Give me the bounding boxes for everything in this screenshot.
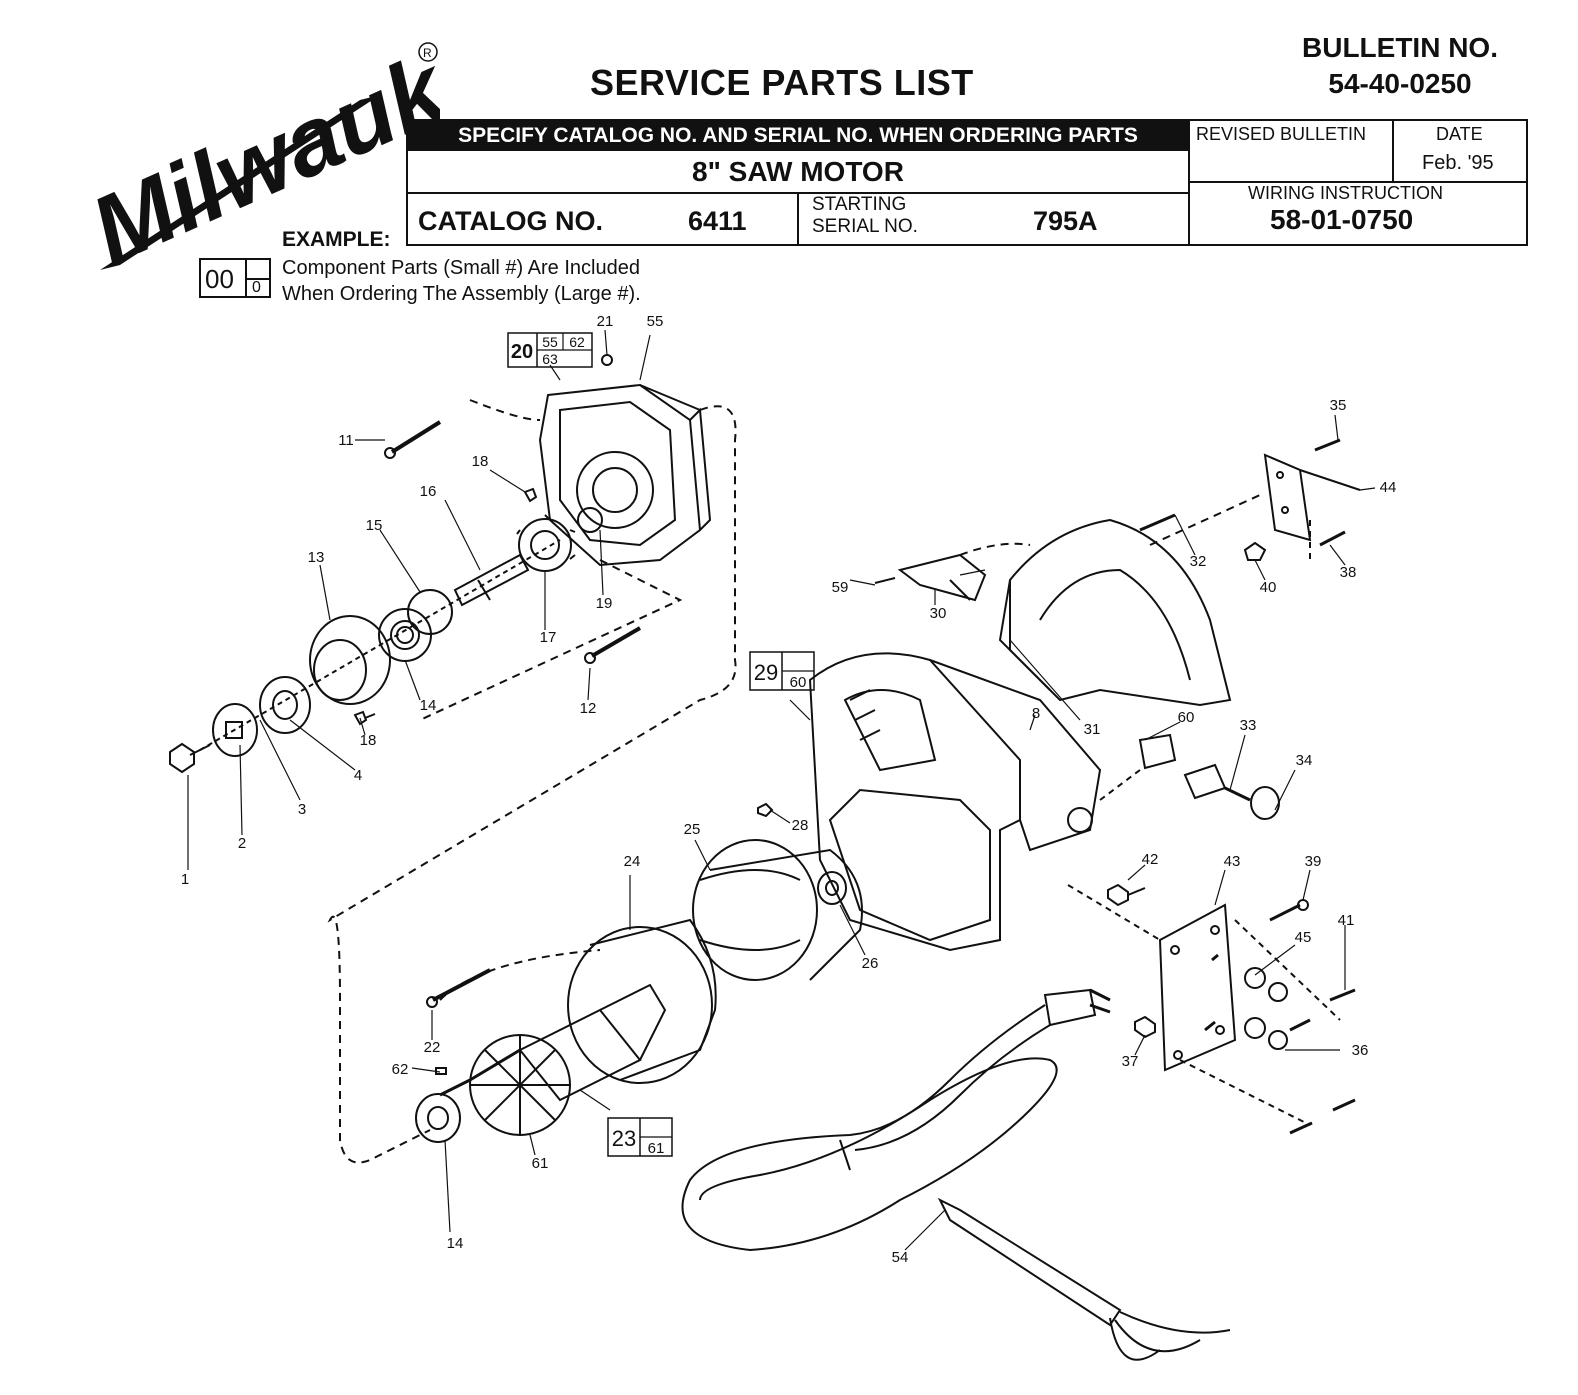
callout-14a: 14 xyxy=(420,697,437,714)
assembly-20-sub-2: 62 xyxy=(569,334,585,350)
callout-40: 40 xyxy=(1260,579,1277,596)
callout-34: 34 xyxy=(1296,752,1313,769)
assembly-29-main: 29 xyxy=(754,660,778,685)
callout-3: 3 xyxy=(298,801,306,818)
callout-33: 33 xyxy=(1240,717,1257,734)
callout-41: 41 xyxy=(1338,912,1355,929)
callout-28: 28 xyxy=(792,817,809,834)
example-line-1: Component Parts (Small #) Are Included xyxy=(282,257,640,279)
callout-14b: 14 xyxy=(447,1235,464,1252)
assembly-20-main: 20 xyxy=(511,341,533,363)
example-line-2: When Ordering The Assembly (Large #). xyxy=(282,283,641,305)
callout-35: 35 xyxy=(1330,397,1347,414)
assembly-20-sub-1: 55 xyxy=(542,334,558,350)
callout-19: 19 xyxy=(596,595,613,612)
callout-15: 15 xyxy=(366,517,383,534)
serial-label: SERIAL NO. xyxy=(812,216,918,237)
assembly-29-sub-1: 60 xyxy=(790,674,807,691)
callout-2: 2 xyxy=(238,835,246,852)
callout-62: 62 xyxy=(392,1061,409,1078)
assembly-20-sub-3: 63 xyxy=(542,351,558,367)
callout-59: 59 xyxy=(832,579,849,596)
example-box: 00 0 xyxy=(199,258,271,298)
callout-45: 45 xyxy=(1295,929,1312,946)
date-label: DATE xyxy=(1436,124,1483,144)
callout-32: 32 xyxy=(1190,553,1207,570)
callout-25: 25 xyxy=(684,821,701,838)
callout-12: 12 xyxy=(580,700,597,717)
callout-36: 36 xyxy=(1352,1042,1369,1059)
callout-55: 55 xyxy=(647,313,664,330)
milwaukee-logo: Milwaukee R xyxy=(76,40,440,280)
callout-42: 42 xyxy=(1142,851,1159,868)
starting-label: STARTING xyxy=(812,194,907,215)
callout-54: 54 xyxy=(892,1249,909,1266)
assembly-29: 29 60 xyxy=(749,651,815,691)
page-title: SERVICE PARTS LIST xyxy=(590,62,974,103)
callout-18a: 18 xyxy=(472,453,489,470)
callout-44: 44 xyxy=(1380,479,1397,496)
catalog-label: CATALOG NO. xyxy=(418,206,603,236)
example-note: Component Parts (Small #) Are Included W… xyxy=(282,255,641,307)
callout-21: 21 xyxy=(597,313,614,330)
callout-24: 24 xyxy=(624,853,641,870)
wiring-label: WIRING INSTRUCTION xyxy=(1248,183,1443,203)
revised-bulletin-label: REVISED BULLETIN xyxy=(1196,124,1367,144)
bulletin-block: BULLETIN NO. 54-40-0250 xyxy=(1290,30,1510,102)
callout-60: 60 xyxy=(1178,709,1195,726)
callout-1: 1 xyxy=(181,871,189,888)
callout-39: 39 xyxy=(1305,853,1322,870)
callout-18b: 18 xyxy=(360,732,377,749)
callout-43: 43 xyxy=(1224,853,1241,870)
assembly-23-main: 23 xyxy=(612,1126,636,1151)
assembly-23: 23 61 xyxy=(607,1117,673,1157)
callout-22: 22 xyxy=(424,1039,441,1056)
callout-37: 37 xyxy=(1122,1053,1139,1070)
assembly-23-sub-1: 61 xyxy=(648,1140,665,1157)
example-label: EXAMPLE: xyxy=(282,228,391,251)
callout-13: 13 xyxy=(308,549,325,566)
callout-61: 61 xyxy=(532,1155,549,1172)
callout-26: 26 xyxy=(862,955,879,972)
gear-case xyxy=(538,383,712,567)
example-box-small: 0 xyxy=(252,279,261,296)
callout-17: 17 xyxy=(540,629,557,646)
callout-4: 4 xyxy=(354,767,362,784)
callout-30: 30 xyxy=(930,605,947,622)
svg-text:R: R xyxy=(423,46,432,60)
callout-31: 31 xyxy=(1084,721,1101,738)
specify-banner: SPECIFY CATALOG NO. AND SERIAL NO. WHEN … xyxy=(408,121,1188,151)
catalog-number: 6411 xyxy=(688,206,747,236)
example-box-large: 00 xyxy=(205,264,234,294)
wiring-number: 58-01-0750 xyxy=(1270,204,1414,235)
serial-number: 795A xyxy=(1033,206,1098,236)
assembly-20: 20 55 62 63 xyxy=(507,332,593,368)
callout-38: 38 xyxy=(1340,564,1357,581)
callout-16: 16 xyxy=(420,483,437,500)
callout-11: 11 xyxy=(338,432,354,449)
bulletin-label: BULLETIN NO. xyxy=(1302,32,1498,63)
callout-8: 8 xyxy=(1032,705,1040,722)
date-value: Feb. '95 xyxy=(1422,152,1494,174)
bulletin-number: 54-40-0250 xyxy=(1328,68,1472,99)
tool-name: 8" SAW MOTOR xyxy=(692,156,904,187)
